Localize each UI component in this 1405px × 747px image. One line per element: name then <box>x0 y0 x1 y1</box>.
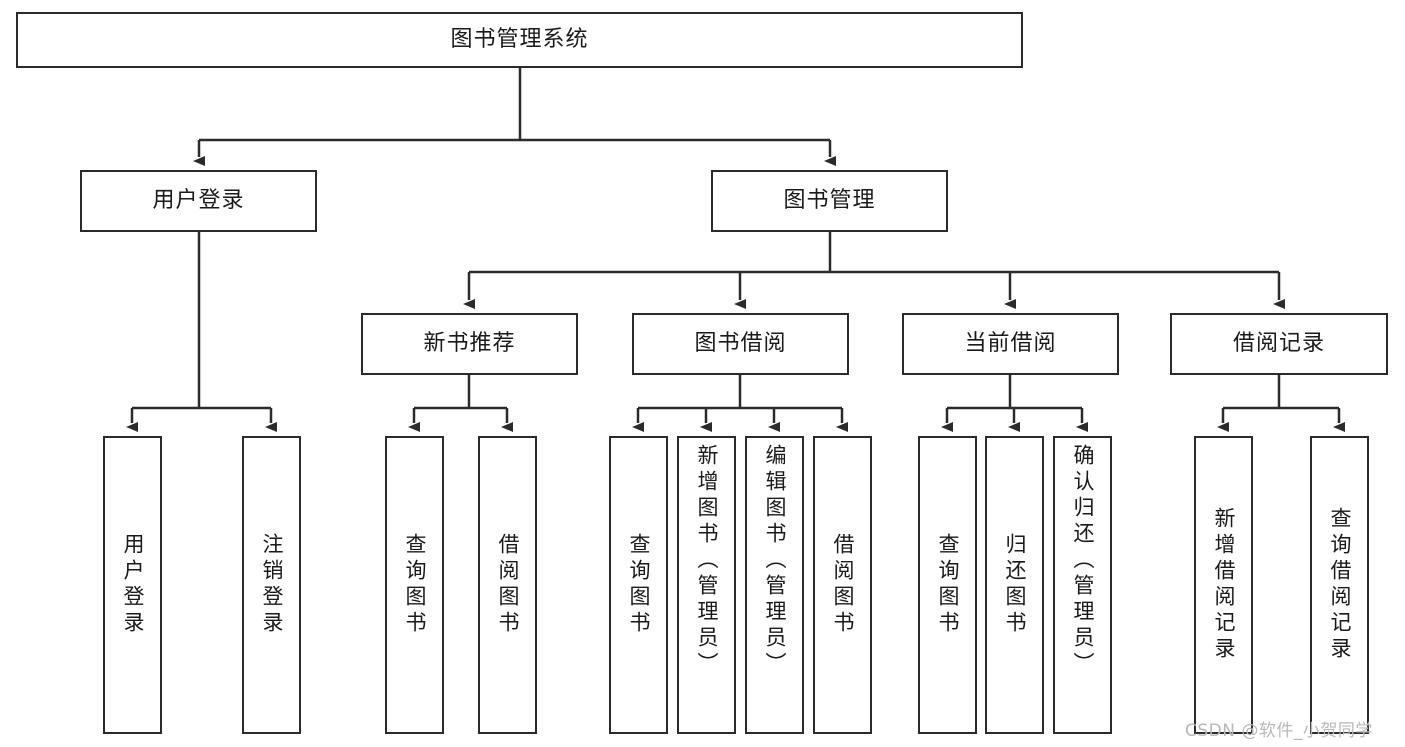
node-borrow-record[interactable]: 借阅记录 <box>1170 313 1388 375</box>
leaf-add-book-admin[interactable]: 新增图书（管理员） <box>677 436 736 734</box>
node-book-borrow[interactable]: 图书借阅 <box>632 313 849 375</box>
leaf-query-book-current[interactable]: 查询图书 <box>918 436 977 734</box>
node-current-borrow[interactable]: 当前借阅 <box>902 313 1119 375</box>
node-label: 图书管理 <box>783 187 876 213</box>
leaf-add-borrow-record[interactable]: 新增借阅记录 <box>1194 436 1253 734</box>
leaf-return-book[interactable]: 归还图书 <box>985 436 1044 734</box>
node-label: 查询图书 <box>935 533 960 637</box>
node-label: 查询借阅记录 <box>1327 507 1352 663</box>
node-label: 编辑图书（管理员） <box>762 444 787 678</box>
node-label: 确认归还（管理员） <box>1070 444 1095 678</box>
node-label: 借阅图书 <box>495 533 520 637</box>
leaf-edit-book-admin[interactable]: 编辑图书（管理员） <box>745 436 804 734</box>
leaf-query-borrow-record[interactable]: 查询借阅记录 <box>1310 436 1369 734</box>
csdn-watermark: CSDN @软件_小贺同学 <box>1185 721 1373 741</box>
node-label: 查询图书 <box>402 533 427 637</box>
leaf-borrow-book[interactable]: 借阅图书 <box>813 436 872 734</box>
leaf-user-login[interactable]: 用户登录 <box>103 436 162 734</box>
node-label: 查询图书 <box>626 533 651 637</box>
leaf-borrow-book-recommend[interactable]: 借阅图书 <box>478 436 537 734</box>
node-label: 用户登录 <box>152 187 245 213</box>
node-label: 新增图书（管理员） <box>694 444 719 678</box>
node-label: 用户登录 <box>120 533 145 637</box>
node-label: 新增借阅记录 <box>1211 507 1236 663</box>
node-label: 图书借阅 <box>694 330 787 356</box>
node-label: 借阅图书 <box>830 533 855 637</box>
node-label: 新书推荐 <box>423 330 516 356</box>
node-label: 当前借阅 <box>964 330 1057 356</box>
leaf-confirm-return-admin[interactable]: 确认归还（管理员） <box>1053 436 1112 734</box>
node-root-system[interactable]: 图书管理系统 <box>16 12 1023 68</box>
node-label: 归还图书 <box>1002 533 1027 637</box>
node-book-manage[interactable]: 图书管理 <box>711 170 948 232</box>
leaf-query-book-recommend[interactable]: 查询图书 <box>385 436 444 734</box>
leaf-user-logout[interactable]: 注销登录 <box>242 436 301 734</box>
node-label: 注销登录 <box>259 533 284 637</box>
node-user-login[interactable]: 用户登录 <box>80 170 317 232</box>
leaf-query-book-borrow[interactable]: 查询图书 <box>609 436 668 734</box>
node-new-book-recommend[interactable]: 新书推荐 <box>361 313 578 375</box>
node-label: 图书管理系统 <box>450 26 589 52</box>
node-label: 借阅记录 <box>1232 330 1325 356</box>
